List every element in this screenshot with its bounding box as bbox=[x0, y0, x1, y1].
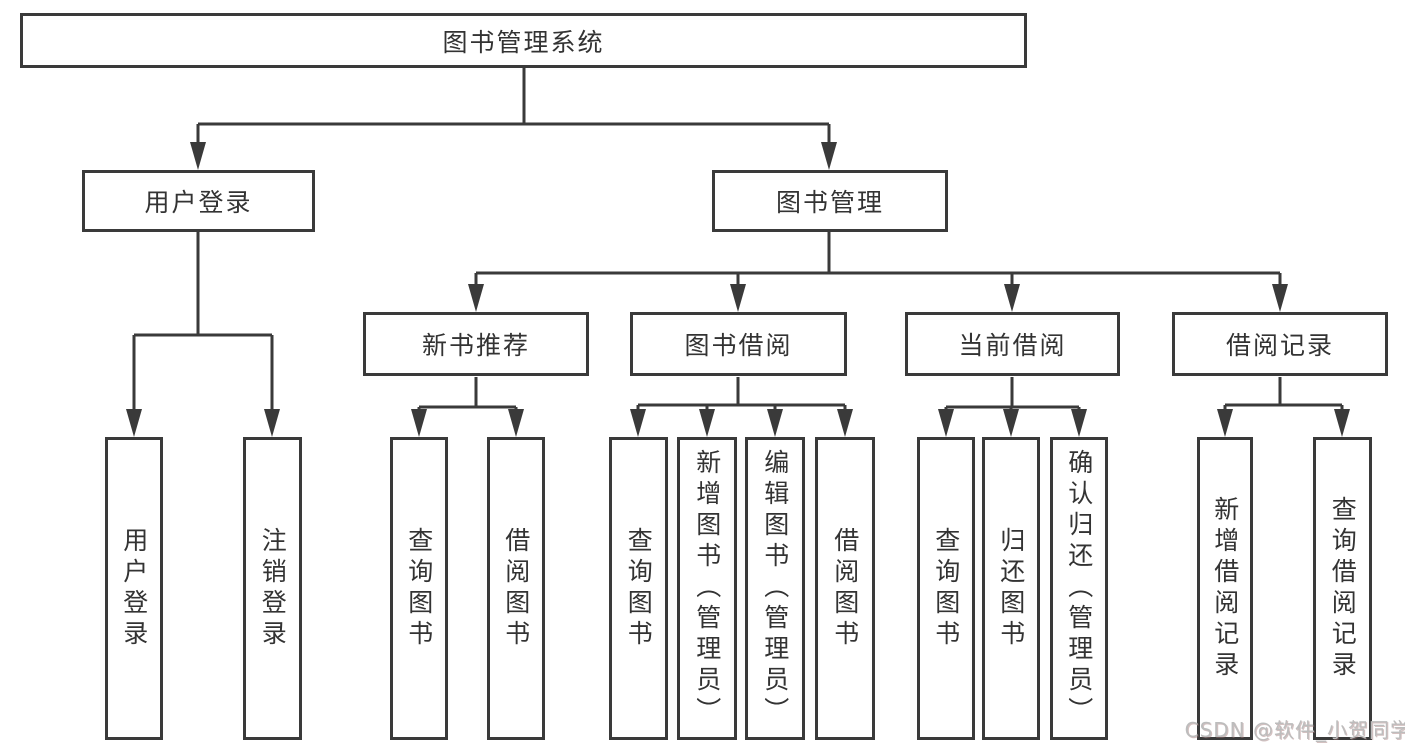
leaf-current-query-books-label: 查询图书 bbox=[931, 526, 961, 651]
leaf-borrow-query-books: 查询图书 bbox=[609, 437, 668, 740]
node-book-management-label: 图书管理 bbox=[775, 188, 884, 217]
leaf-user-login-label: 用户登录 bbox=[119, 526, 149, 651]
arrowhead-icons-leaves bbox=[126, 409, 1350, 437]
leaf-record-query-borrow-record: 查询借阅记录 bbox=[1313, 437, 1372, 740]
leaf-borrow-borrow-books-label: 借阅图书 bbox=[830, 526, 860, 651]
leaf-newbook-borrow-books-label: 借阅图书 bbox=[501, 526, 531, 651]
node-book-management: 图书管理 bbox=[712, 170, 948, 232]
node-borrow-record-label: 借阅记录 bbox=[1225, 331, 1334, 360]
leaf-current-confirm-return-admin-label: 确认归还（管理员） bbox=[1064, 449, 1094, 728]
arrowhead-icons-level3 bbox=[468, 284, 1288, 312]
node-book-borrow: 图书借阅 bbox=[630, 312, 847, 376]
node-user-login: 用户登录 bbox=[82, 170, 315, 232]
leaf-current-confirm-return-admin: 确认归还（管理员） bbox=[1050, 437, 1108, 740]
leaf-current-return-books: 归还图书 bbox=[982, 437, 1040, 740]
leaf-borrow-edit-books-admin-label: 编辑图书（管理员） bbox=[760, 449, 790, 728]
connector-currentborrow-to-leaves bbox=[944, 377, 1081, 413]
leaf-current-query-books: 查询图书 bbox=[917, 437, 975, 740]
leaf-logout-login: 注销登录 bbox=[243, 437, 302, 740]
leaf-newbook-borrow-books: 借阅图书 bbox=[487, 437, 545, 740]
connector-bookmgmt-to-level3 bbox=[474, 232, 1282, 288]
arrowhead-icons-level2 bbox=[190, 142, 837, 170]
leaf-record-add-borrow-record-label: 新增借阅记录 bbox=[1210, 495, 1240, 682]
csdn-watermark: CSDN @软件_小贺同学 bbox=[1184, 718, 1405, 742]
leaf-record-query-borrow-record-label: 查询借阅记录 bbox=[1328, 495, 1358, 682]
leaf-borrow-add-books-admin-label: 新增图书（管理员） bbox=[692, 449, 722, 728]
node-user-login-label: 用户登录 bbox=[144, 188, 253, 217]
connector-userlogin-to-leaves bbox=[132, 232, 274, 413]
node-new-book-recommend-label: 新书推荐 bbox=[421, 331, 530, 360]
leaf-record-add-borrow-record: 新增借阅记录 bbox=[1197, 437, 1253, 740]
connector-borrowrecord-to-leaves bbox=[1223, 377, 1344, 413]
leaf-borrow-query-books-label: 查询图书 bbox=[624, 526, 654, 651]
node-current-borrow-label: 当前借阅 bbox=[958, 331, 1067, 360]
node-root-system: 图书管理系统 bbox=[20, 13, 1027, 68]
leaf-borrow-borrow-books: 借阅图书 bbox=[815, 437, 875, 740]
leaf-borrow-add-books-admin: 新增图书（管理员） bbox=[677, 437, 737, 740]
node-root-label: 图书管理系统 bbox=[442, 27, 605, 57]
leaf-borrow-edit-books-admin: 编辑图书（管理员） bbox=[745, 437, 805, 740]
leaf-logout-login-label: 注销登录 bbox=[258, 526, 288, 651]
connector-newbook-to-leaves bbox=[417, 377, 518, 413]
node-borrow-record: 借阅记录 bbox=[1172, 312, 1388, 376]
node-book-borrow-label: 图书借阅 bbox=[684, 331, 793, 360]
connector-root-to-level2 bbox=[196, 68, 831, 146]
leaf-newbook-query-books-label: 查询图书 bbox=[404, 526, 434, 651]
leaf-current-return-books-label: 归还图书 bbox=[996, 526, 1026, 651]
node-current-borrow: 当前借阅 bbox=[905, 312, 1120, 376]
leaf-user-login: 用户登录 bbox=[105, 437, 163, 740]
node-new-book-recommend: 新书推荐 bbox=[363, 312, 589, 376]
leaf-newbook-query-books: 查询图书 bbox=[390, 437, 448, 740]
connector-bookborrow-to-leaves bbox=[636, 377, 847, 413]
